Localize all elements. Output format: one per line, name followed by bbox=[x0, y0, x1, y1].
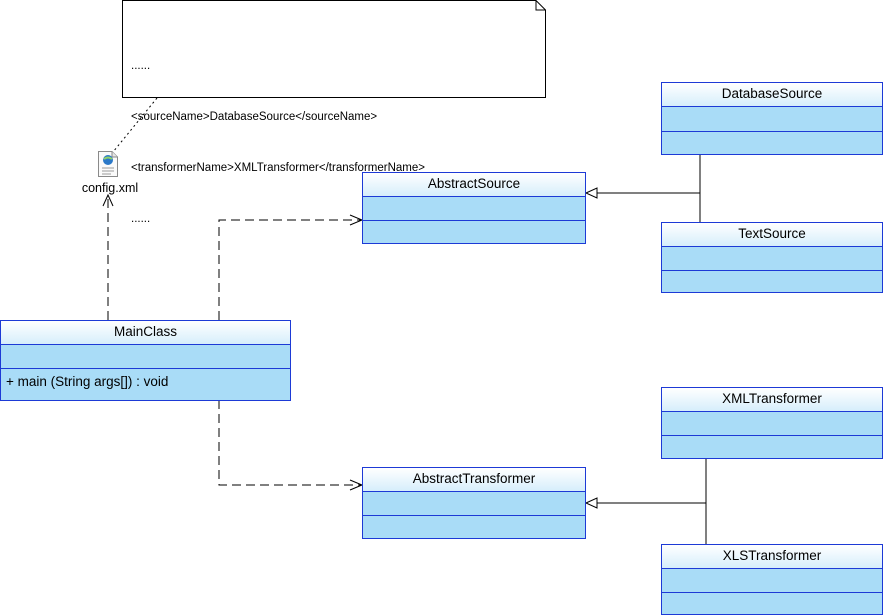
note-shape bbox=[122, 0, 546, 98]
note-anchor-line bbox=[112, 97, 158, 153]
class-databasesource[interactable]: DatabaseSource bbox=[661, 82, 883, 155]
operations-compartment bbox=[363, 516, 585, 538]
class-abstractsource[interactable]: AbstractSource bbox=[362, 172, 586, 244]
config-file-label[interactable]: config.xml bbox=[81, 181, 139, 195]
attributes-compartment bbox=[363, 492, 585, 516]
note-line: ...... bbox=[131, 213, 151, 225]
class-name: TextSource bbox=[662, 223, 882, 247]
operations-compartment bbox=[662, 271, 882, 292]
xml-file-icon[interactable] bbox=[97, 151, 119, 177]
note-line: <transformerName>XMLTransformer</transfo… bbox=[131, 162, 425, 174]
dependency-main-to-abstract-source bbox=[218, 219, 361, 320]
attributes-compartment bbox=[662, 412, 882, 436]
note-line: <sourceName>DatabaseSource</sourceName> bbox=[131, 111, 378, 123]
operation-main: + main (String args[]) : void bbox=[6, 374, 169, 389]
operations-compartment bbox=[662, 593, 882, 614]
config-note: ...... <sourceName>DatabaseSource</sourc… bbox=[122, 0, 546, 225]
class-name: XLSTransformer bbox=[662, 545, 882, 569]
generalization-transformer-triangle bbox=[584, 497, 598, 509]
generalization-source-triangle bbox=[584, 187, 598, 199]
dependency-arrowhead-config bbox=[102, 193, 114, 207]
attributes-compartment bbox=[662, 247, 882, 271]
operations-compartment bbox=[662, 132, 882, 154]
attributes-compartment bbox=[662, 107, 882, 132]
class-mainclass[interactable]: MainClass + main (String args[]) : void bbox=[0, 320, 291, 401]
operations-compartment bbox=[662, 436, 882, 458]
attributes-compartment bbox=[662, 569, 882, 593]
class-name: DatabaseSource bbox=[662, 83, 882, 107]
attributes-compartment bbox=[1, 345, 290, 369]
operations-compartment bbox=[363, 221, 585, 243]
class-xlstransformer[interactable]: XLSTransformer bbox=[661, 544, 883, 615]
class-textsource[interactable]: TextSource bbox=[661, 222, 883, 293]
class-name: MainClass bbox=[1, 321, 290, 345]
class-name: XMLTransformer bbox=[662, 388, 882, 412]
class-abstracttransformer[interactable]: AbstractTransformer bbox=[362, 467, 586, 539]
note-line: ...... bbox=[131, 60, 151, 72]
class-name: AbstractSource bbox=[363, 173, 585, 197]
class-name: AbstractTransformer bbox=[363, 468, 585, 492]
dependency-main-to-abstract-transformer bbox=[218, 400, 361, 486]
class-xmltransformer[interactable]: XMLTransformer bbox=[661, 387, 883, 459]
attributes-compartment bbox=[363, 197, 585, 221]
